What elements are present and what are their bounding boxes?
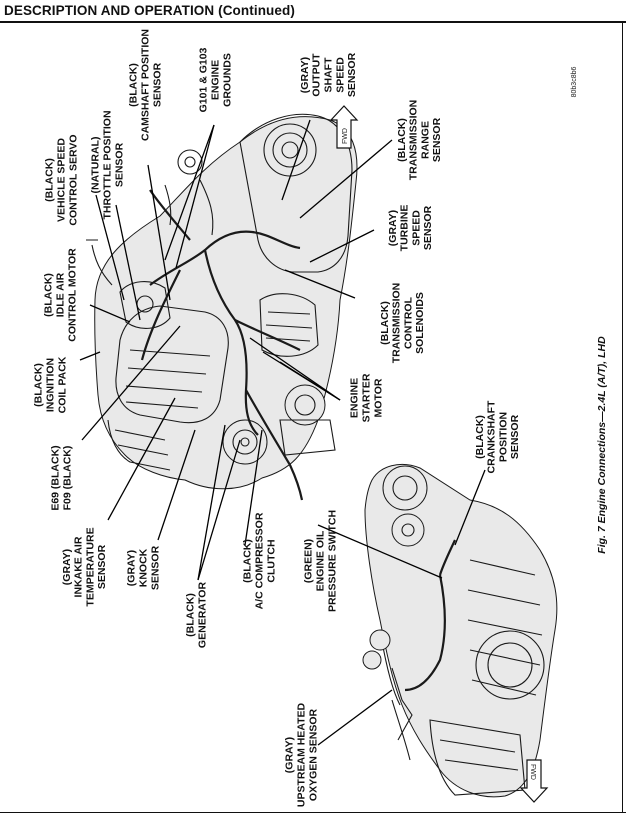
label-line: (BLACK) (396, 118, 408, 162)
label-line: OUTPUT (311, 53, 323, 97)
label-line: (GREEN) (303, 539, 315, 583)
label-line: (GRAY) (126, 550, 138, 586)
label-line: (BLACK) (379, 301, 391, 345)
label-line: VEHICLE SPEED (56, 138, 68, 222)
label-line: OXYGEN SENSOR (307, 708, 319, 801)
label-line: RANGE (419, 121, 431, 159)
label-line: ENGINE (349, 378, 361, 418)
label-line: TURBINE (399, 205, 411, 252)
page-header: DESCRIPTION AND OPERATION (Continued) (4, 3, 295, 18)
label-line: INGNITION (45, 358, 57, 412)
label-line: CONTROL SERVO (67, 134, 79, 225)
label-line: (BLACK) (474, 415, 486, 459)
header-rule (0, 21, 626, 23)
label-line: COIL PACK (56, 356, 68, 413)
fwd-arrow-lower-label: FWD (529, 764, 536, 780)
label-line: SPEED (334, 57, 346, 93)
label-line: GROUNDS (221, 53, 233, 107)
label-line: SOLENOIDS (414, 292, 426, 354)
label-line: INKAKE AIR (73, 536, 85, 597)
label-line: GENERATOR (196, 582, 208, 649)
label-line: (GRAY) (61, 549, 73, 585)
label-line: (NATURAL) (90, 137, 102, 194)
label-line: (GRAY) (299, 57, 311, 93)
label-line: SENSOR (96, 544, 108, 589)
label-line: (BLACK) (43, 273, 55, 317)
label-line: ENGINE (210, 60, 222, 100)
label-line: UPSTREAM HEATED (296, 702, 308, 807)
label-line: IDLE AIR (55, 272, 67, 317)
label-line: STARTER (361, 373, 373, 422)
label-line: SENSOR (346, 52, 358, 97)
label-line: SENSOR (422, 205, 434, 250)
label-line: SENSOR (113, 142, 125, 187)
label-line: F09 (BLACK) (61, 446, 73, 511)
label-line: SENSOR (151, 62, 163, 107)
label-line: (BLACK) (33, 363, 45, 407)
fwd-arrow-lower: FWD (519, 759, 549, 803)
label-generator: (BLACK)GENERATOR (185, 582, 209, 649)
label-line: SENSOR (431, 117, 443, 162)
main-engine-illustration (86, 113, 358, 501)
figure-code: 80b3c8b6 (571, 67, 578, 98)
label-line: TRANSMISSION (391, 283, 403, 364)
label-line: POSITION (497, 412, 509, 462)
label-line: SPEED (410, 210, 422, 246)
label-line: KNOCK (138, 548, 150, 587)
label-line: (GRAY) (284, 737, 296, 773)
label-line: TRANSMISSION (408, 100, 420, 181)
label-line: MOTOR (372, 378, 384, 417)
label-line: THROTTLE POSITION (102, 110, 114, 219)
label-line: CRANKSHAFT (486, 400, 498, 473)
label-line: CAMSHAFT POSITION (140, 29, 152, 141)
label-line: SENSOR (509, 414, 521, 459)
label-line: PRESSURE SWITCH (326, 510, 338, 612)
label-line: G101 & G103 (198, 47, 210, 112)
label-line: (BLACK) (128, 63, 140, 107)
leader-lines (79, 119, 486, 746)
label-line: (GRAY) (387, 210, 399, 246)
label-line: SENSOR (149, 545, 161, 590)
label-line: CLUTCH (265, 539, 277, 582)
right-border (622, 21, 623, 813)
label-line: (BLACK) (242, 539, 254, 583)
label-line: ENGINE OIL (315, 530, 327, 591)
fwd-arrow-upper-label: FWD (342, 128, 349, 144)
label-line: A/C COMPRESSOR (254, 512, 266, 609)
lower-engine-illustration (362, 464, 558, 798)
label-e69-f09: E69 (BLACK)F09 (BLACK) (50, 445, 74, 510)
label-line: CONTROL MOTOR (66, 248, 78, 342)
fwd-arrow-upper: FWD (329, 105, 359, 149)
label-line: (BLACK) (44, 158, 56, 202)
label-line: E69 (BLACK) (50, 445, 62, 510)
bottom-border (0, 812, 626, 813)
label-line: (BLACK) (185, 593, 197, 637)
label-line: TEMPERATURE (84, 527, 96, 606)
label-line: CONTROL (402, 296, 414, 348)
label-line: SHAFT (323, 57, 335, 93)
figure-caption: Fig. 7 Engine Connections—2.4L (A/T), LH… (596, 336, 608, 554)
